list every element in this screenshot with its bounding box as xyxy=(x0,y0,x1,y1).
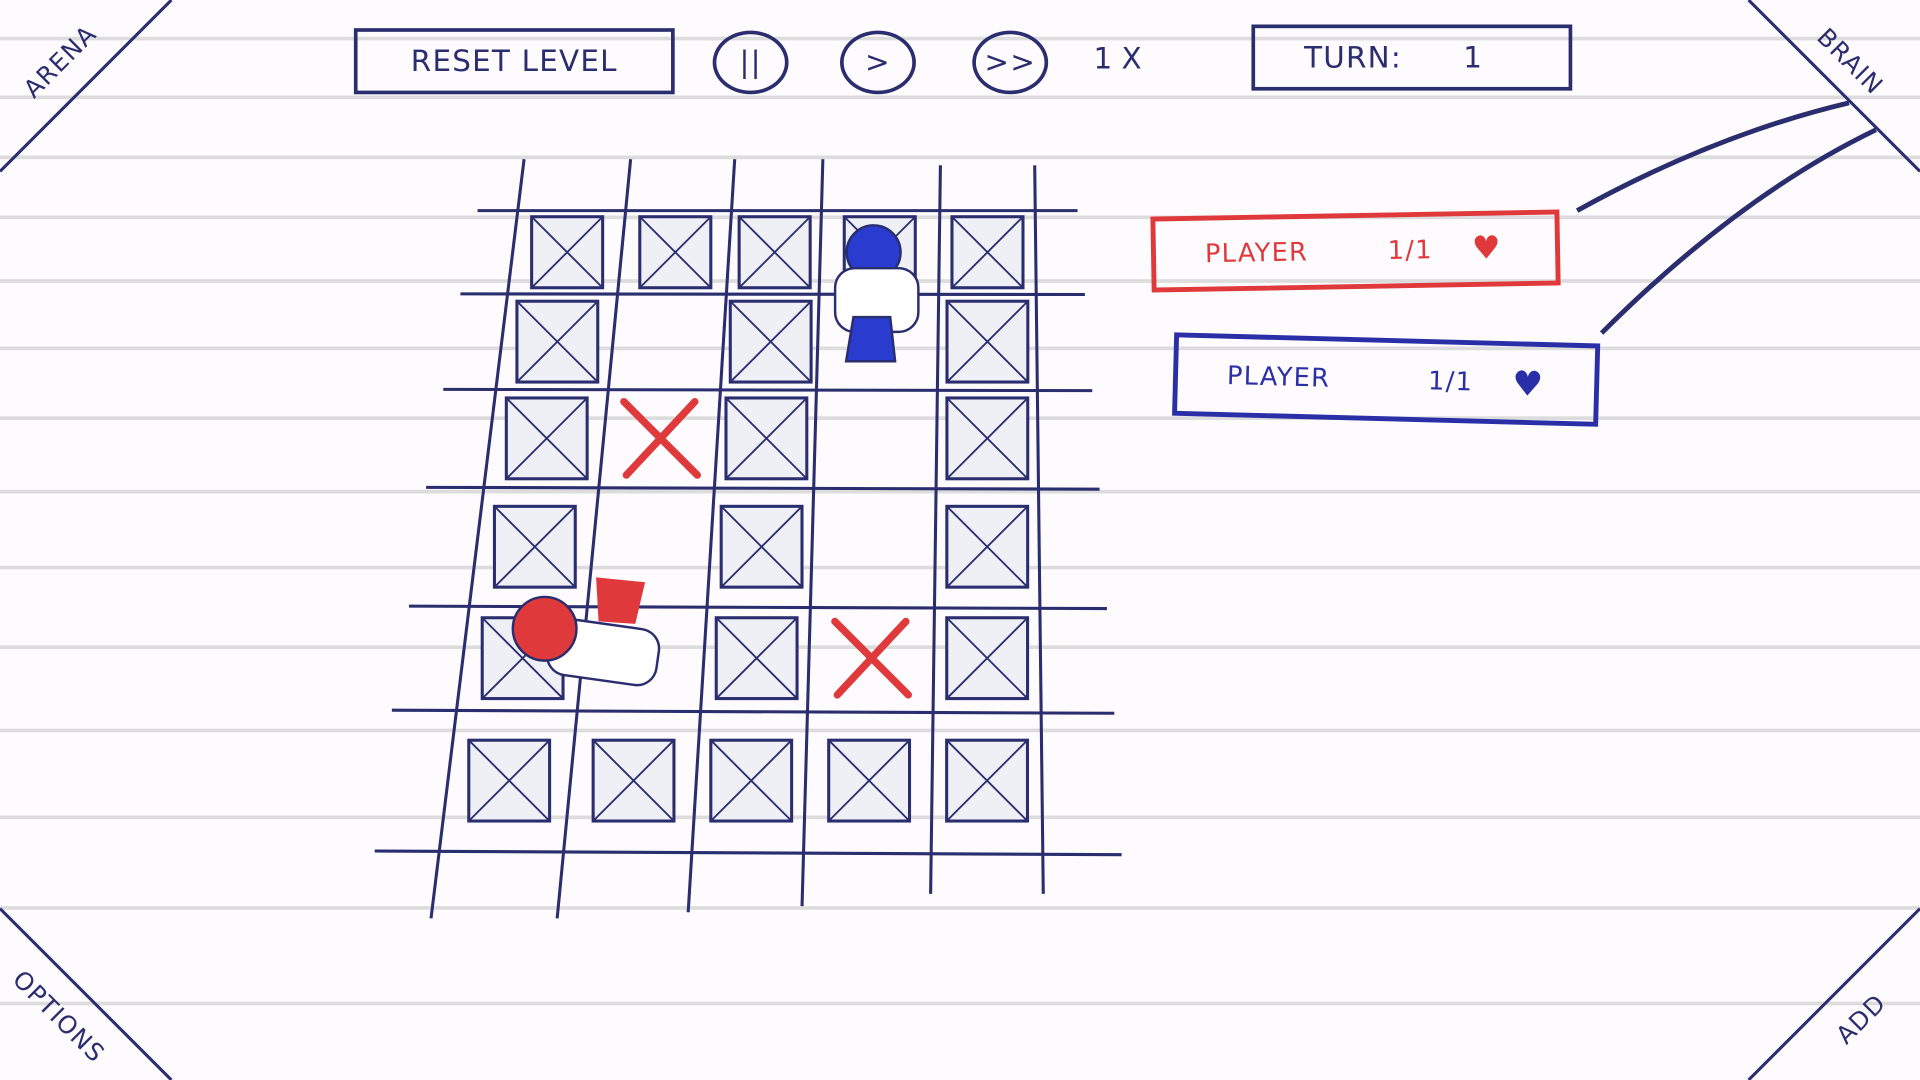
crate-mark xyxy=(493,505,576,588)
board-cell-box[interactable] xyxy=(515,299,600,384)
grid-line xyxy=(555,159,633,919)
grid-line xyxy=(426,485,1100,491)
grid-line xyxy=(374,849,1122,857)
player-name: PLAYER xyxy=(1226,360,1331,393)
board-cell-x[interactable] xyxy=(831,617,912,699)
board-cell-box[interactable] xyxy=(530,215,605,290)
crate-mark xyxy=(725,397,808,480)
board-cell-box[interactable] xyxy=(492,504,577,589)
red-player-cannon xyxy=(596,577,646,624)
grid-line xyxy=(460,292,1085,297)
x-mark xyxy=(831,617,912,699)
board-cell-box[interactable] xyxy=(719,504,804,589)
turn-label: TURN: xyxy=(1304,40,1402,75)
grid-line xyxy=(800,159,825,907)
red-player-head xyxy=(511,595,578,662)
crate-mark xyxy=(729,300,812,383)
board-cell-box[interactable] xyxy=(945,738,1029,823)
crate-mark xyxy=(720,505,803,588)
turn-counter: TURN: 1 xyxy=(1251,24,1573,91)
board-cell-box[interactable] xyxy=(714,616,799,701)
player-card-red[interactable]: PLAYER 1/1 ♥ xyxy=(1150,209,1561,293)
crate-mark xyxy=(738,216,811,289)
board-cell-box[interactable] xyxy=(945,616,1030,701)
player-name: PLAYER xyxy=(1204,237,1309,269)
heart-icon: ♥ xyxy=(1471,230,1503,268)
play-button[interactable]: > xyxy=(840,30,916,95)
board-cell-box[interactable] xyxy=(467,738,552,823)
crate-mark xyxy=(946,617,1029,700)
fast-forward-button[interactable]: >> xyxy=(972,30,1049,95)
crate-mark xyxy=(715,617,798,700)
board-cell-box[interactable] xyxy=(591,738,676,823)
pause-button[interactable]: || xyxy=(712,30,789,95)
grid-line xyxy=(1033,165,1045,894)
crate-mark xyxy=(946,505,1029,588)
grid-line xyxy=(443,387,1093,393)
turn-value: 1 xyxy=(1463,40,1484,75)
speed-label: 1 X xyxy=(1093,41,1142,76)
crate-mark xyxy=(946,739,1029,822)
board-cell-box[interactable] xyxy=(827,738,912,823)
grid-line xyxy=(429,158,526,919)
crate-mark xyxy=(951,216,1024,289)
grid-line xyxy=(686,159,737,913)
player-card-blue[interactable]: PLAYER 1/1 ♥ xyxy=(1172,332,1601,427)
crate-mark xyxy=(828,739,911,822)
grid-line xyxy=(408,604,1107,611)
crate-mark xyxy=(505,397,588,480)
crate-mark xyxy=(592,739,675,822)
player-health: 1/1 xyxy=(1427,366,1474,397)
board-cell-box[interactable] xyxy=(945,396,1030,481)
grid-line xyxy=(929,165,942,894)
board-cell-box[interactable] xyxy=(724,396,809,481)
crate-mark xyxy=(946,397,1029,480)
reset-level-button[interactable]: RESET LEVEL xyxy=(353,28,675,95)
crate-mark xyxy=(639,216,712,289)
board-cell-box[interactable] xyxy=(945,504,1030,589)
board-cell-x[interactable] xyxy=(620,397,702,479)
player-health: 1/1 xyxy=(1387,234,1434,266)
board-cell-box[interactable] xyxy=(737,215,812,290)
board-cell-box[interactable] xyxy=(504,396,589,481)
crate-mark xyxy=(710,739,793,822)
grid-line xyxy=(391,708,1115,715)
pause-icon: || xyxy=(739,45,762,80)
board-cell-box[interactable] xyxy=(638,215,713,290)
crate-mark xyxy=(530,216,604,289)
x-mark xyxy=(620,397,702,479)
board-cell-box[interactable] xyxy=(728,299,813,384)
heart-icon: ♥ xyxy=(1511,362,1545,404)
crate-mark xyxy=(516,300,599,383)
crate-mark xyxy=(946,300,1029,383)
fast-forward-icon: >> xyxy=(984,45,1037,80)
board-cell-box[interactable] xyxy=(709,738,794,823)
board-cell-blue-body[interactable] xyxy=(833,266,920,363)
board-cell-red-player[interactable] xyxy=(480,577,661,701)
crate-mark xyxy=(468,739,551,822)
board-cell-box[interactable] xyxy=(945,299,1030,384)
play-icon: > xyxy=(865,45,891,80)
board-cell-box[interactable] xyxy=(950,215,1025,290)
blue-player-cannon xyxy=(844,315,897,363)
